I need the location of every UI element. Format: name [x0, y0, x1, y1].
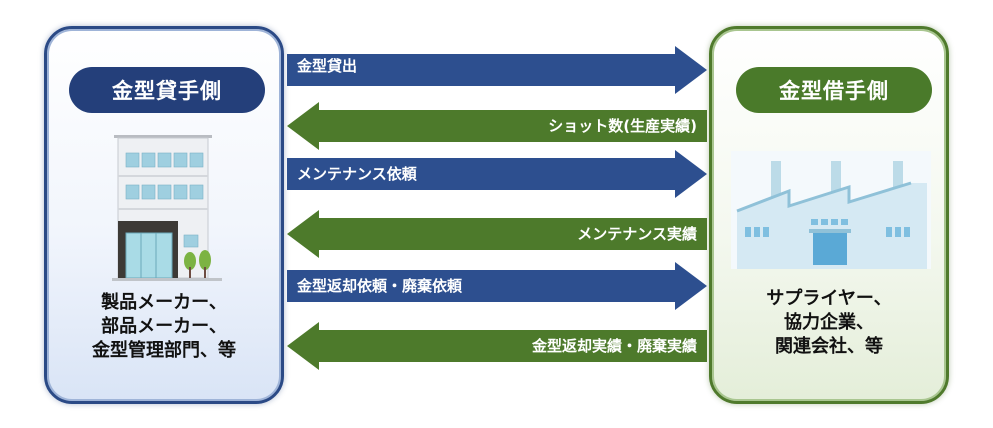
borrower-line: 協力企業、 — [784, 312, 874, 333]
flow-label: 金型返却実績・廃棄実績 — [531, 337, 697, 355]
flow-label: メンテナンス実績 — [577, 225, 697, 243]
borrower-line: サプライヤー、 — [766, 288, 892, 309]
flow-label: 金型返却依頼・廃棄依頼 — [297, 277, 463, 295]
flow-arrow-mold-lending: 金型貸出 — [287, 46, 707, 94]
factory-icon — [731, 151, 931, 269]
lender-line: 部品メーカー、 — [101, 316, 227, 337]
flow-label: メンテナンス依頼 — [297, 165, 417, 183]
arrow-shape — [287, 102, 707, 150]
flow-arrow-return-disposal-result: 金型返却実績・廃棄実績 — [287, 322, 707, 370]
borrower-title: 金型借手側 — [736, 67, 932, 113]
borrower-panel: 金型借手側 サプライヤー、 — [709, 26, 949, 404]
lender-panel: 金型貸手側 — [44, 26, 284, 404]
flow-label: ショット数(生産実績) — [548, 117, 697, 135]
flow-arrow-return-disposal-request: 金型返却依頼・廃棄依頼 — [287, 262, 707, 310]
flow-label: 金型貸出 — [297, 57, 358, 75]
arrow-shape — [287, 150, 707, 198]
lender-description: 製品メーカー、 部品メーカー、 金型管理部門、等 — [47, 291, 281, 363]
flow-arrow-shot-count: ショット数(生産実績) — [287, 102, 707, 150]
arrow-shape — [287, 210, 707, 258]
arrow-shape — [287, 322, 707, 370]
flow-arrow-maintenance-request: メンテナンス依頼 — [287, 150, 707, 198]
arrow-shape — [287, 46, 707, 94]
office-building-icon — [112, 133, 222, 283]
lender-line: 金型管理部門、等 — [92, 340, 236, 361]
borrower-description: サプライヤー、 協力企業、 関連会社、等 — [712, 287, 946, 359]
arrow-shape — [287, 262, 707, 310]
lender-title: 金型貸手側 — [69, 67, 265, 113]
flow-arrow-maintenance-result: メンテナンス実績 — [287, 210, 707, 258]
borrower-line: 関連会社、等 — [775, 336, 883, 357]
lender-line: 製品メーカー、 — [101, 292, 227, 313]
